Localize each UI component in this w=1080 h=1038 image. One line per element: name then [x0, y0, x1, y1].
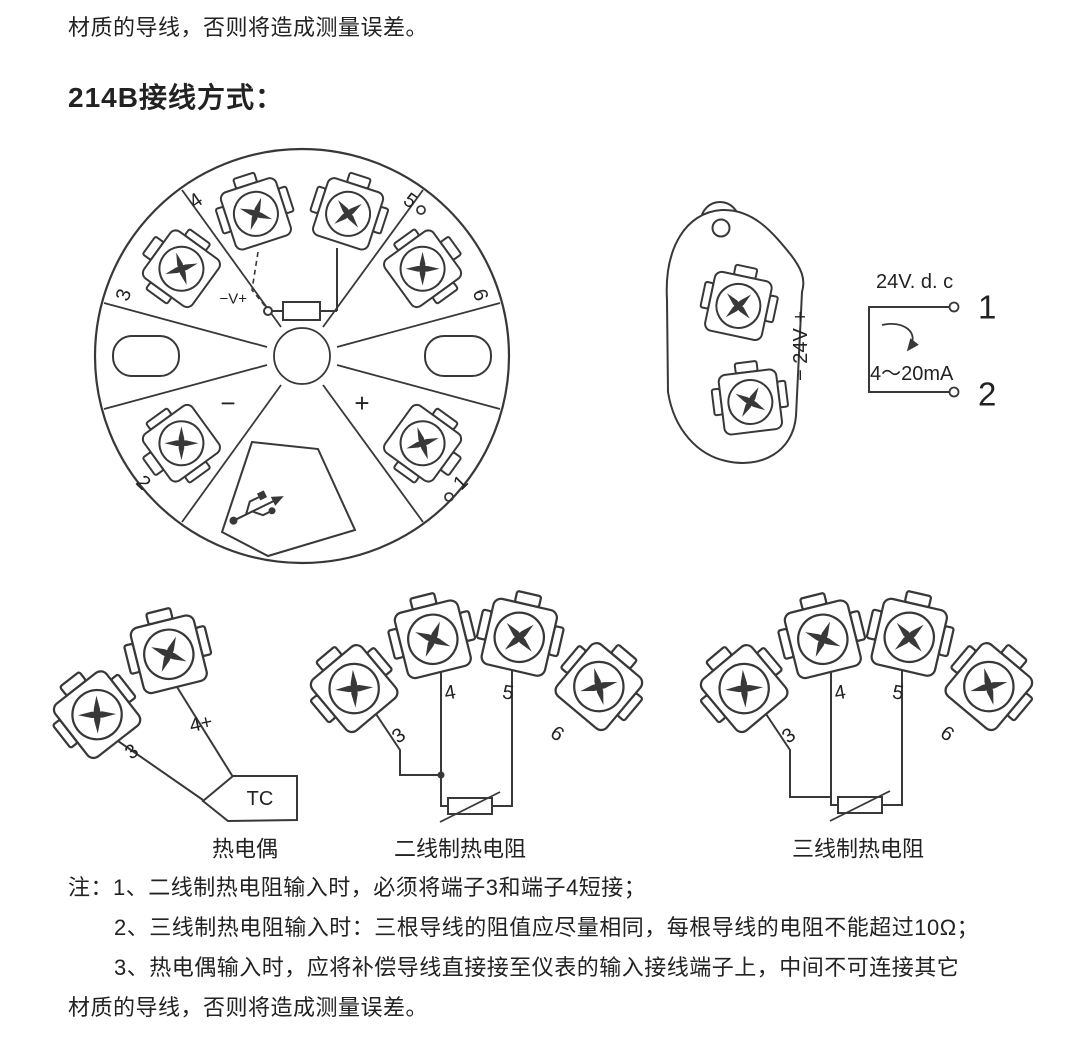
loop-label-1: 1 — [978, 289, 996, 326]
component-polarity-label: −V+ — [219, 291, 247, 308]
tc-label-4: 4+ — [188, 711, 215, 737]
terminal-label-6: 6 — [468, 286, 492, 304]
tc-caption: 热电偶 — [212, 837, 278, 862]
terminal-label-3: 3 — [112, 286, 136, 304]
polarity-label: − 24V + — [790, 311, 812, 381]
note-line-2: 2、三线制热电阻输入时：三根导线的阻值应尽量相同，每根导线的电阻不能超过10Ω； — [114, 915, 980, 940]
screw-terminal-4 — [207, 163, 302, 255]
housing-outline — [93, 147, 511, 565]
rtd-three-wire-wiring: 3 4 5 6 三线制热电阻 — [682, 583, 1051, 862]
current-loop-circuit: 24V. d. c 4～20mA 1 2 — [868, 271, 996, 413]
rtd3-label-5: 5 — [891, 681, 906, 705]
rtd2-terminal-4 — [380, 584, 483, 684]
component-box — [282, 301, 321, 321]
section-heading: 214B接线方式： — [68, 82, 284, 113]
minus-label: − — [220, 388, 235, 418]
mounting-slot-right — [424, 335, 492, 377]
circuit-node — [263, 306, 273, 316]
tc-box-label: TC — [247, 788, 274, 810]
carryover-text: 材质的导线，否则将造成测量误差。 — [68, 15, 429, 40]
notes-section: 注：1、二线制热电阻输入时，必须将端子3和端子4短接； 2、三线制热电阻输入时：… — [68, 868, 979, 1028]
usb-pocket-outline — [220, 440, 357, 558]
rtd3-label-4: 4 — [833, 681, 848, 705]
rtd3-caption: 三线制热电阻 — [792, 837, 924, 862]
terminal-block-side-view: − 24V + — [665, 201, 812, 464]
terminal-label-2: 2 — [131, 471, 154, 494]
rtd3-terminal-6 — [934, 624, 1051, 741]
screw-terminal-6 — [375, 214, 478, 318]
usb-icon — [229, 490, 284, 525]
terminal-block-top-view: −V+ 3 4 5 6 2 1 − + — [93, 147, 511, 565]
note-line-3: 3、热电偶输入时，应将补偿导线直接接至仪表的输入接线端子上，中间不可连接其它 — [114, 955, 960, 980]
rtd2-label-4: 4 — [443, 681, 458, 705]
rtd3-terminal-4 — [770, 584, 873, 684]
current-range-label: 4～20mA — [870, 363, 954, 385]
loop-label-2: 2 — [978, 376, 996, 413]
rtd2-label-5: 5 — [501, 681, 516, 705]
tc-terminal-4 — [116, 599, 219, 699]
terminal-label-1: 1 — [449, 471, 472, 494]
thermocouple-wiring: 3 4+ TC 热电偶 — [35, 599, 298, 862]
rtd3-label-3: 3 — [778, 724, 800, 748]
screw-terminal-3 — [126, 214, 229, 318]
plus-label: + — [354, 388, 369, 418]
center-hole — [273, 327, 331, 385]
loop-terminal-2 — [948, 386, 960, 398]
rtd2-terminal-6 — [544, 624, 661, 741]
tc-label-3: 3 — [121, 740, 143, 764]
mounting-slot-left — [112, 335, 180, 377]
rtd3-terminal-5 — [860, 583, 961, 681]
ear-hole — [711, 218, 731, 238]
screw-terminal-5 — [302, 163, 397, 255]
tc-sensor-box — [201, 775, 298, 823]
terminal-label-4: 4 — [185, 189, 207, 213]
rtd2-label-6: 6 — [546, 722, 568, 746]
pilot-hole-bottom — [444, 492, 454, 502]
current-direction-arrow — [881, 323, 919, 352]
rtd3-label-6: 6 — [936, 722, 958, 746]
note-line-1: 注：1、二线制热电阻输入时，必须将端子3和端子4短接； — [68, 875, 647, 900]
rtd2-caption: 二线制热电阻 — [394, 837, 526, 862]
junction-dot — [437, 771, 445, 779]
internal-circuit: −V+ — [219, 248, 338, 321]
pilot-hole-top — [416, 205, 426, 215]
rtd-two-wire-wiring: 3 4 5 6 二线制热电阻 — [292, 583, 661, 862]
supply-label: 24V. d. c — [876, 271, 953, 293]
loop-terminal-1 — [948, 301, 960, 313]
note-line-4: 材质的导线，否则将造成测量误差。 — [68, 995, 429, 1020]
loop-wire — [868, 306, 949, 393]
rtd2-label-3: 3 — [388, 724, 410, 748]
rtd2-terminal-5 — [470, 583, 571, 681]
